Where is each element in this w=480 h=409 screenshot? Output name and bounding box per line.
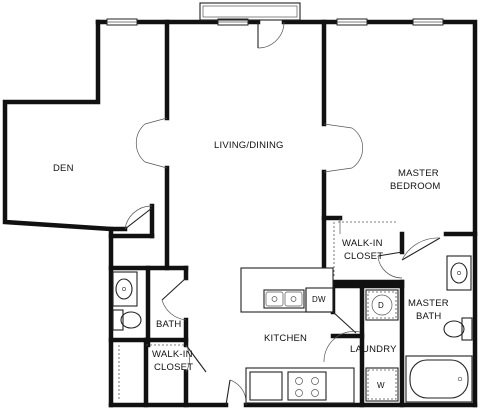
windows bbox=[106, 18, 444, 26]
master-bath-label-line1: MASTER bbox=[408, 298, 449, 309]
master-bath-fixtures bbox=[405, 255, 473, 403]
exterior-walls bbox=[2, 19, 478, 408]
washer-label: W bbox=[377, 381, 385, 390]
master-bath-label-line2: BATH bbox=[416, 311, 441, 322]
living-dining-label: LIVING/DINING bbox=[214, 140, 284, 151]
balcony bbox=[199, 2, 301, 21]
dishwasher-label: DW bbox=[312, 295, 326, 304]
laundry-label: LAUNDRY bbox=[350, 344, 397, 355]
doors bbox=[124, 21, 441, 406]
dryer-label: D bbox=[378, 301, 384, 310]
walk-in-closet-label-line2: CLOSET bbox=[154, 362, 193, 373]
walk-in-closet-master-label-line2: CLOSET bbox=[344, 251, 383, 262]
walk-in-closet-master-shelves bbox=[333, 221, 398, 278]
den-label: DEN bbox=[53, 163, 74, 174]
walk-in-closet-master-label-line1: WALK-IN bbox=[342, 238, 383, 249]
master-bedroom-label-line2: BEDROOM bbox=[390, 181, 441, 192]
kitchen-counter bbox=[245, 367, 355, 404]
interior-walls bbox=[108, 19, 478, 408]
walk-in-closet-bottom-shelves bbox=[118, 344, 186, 401]
master-bedroom-label-line1: MASTER bbox=[398, 168, 439, 179]
kitchen-label: KITCHEN bbox=[264, 333, 307, 344]
bath-fixtures bbox=[112, 271, 142, 331]
walk-in-closet-label-line1: WALK-IN bbox=[152, 349, 193, 360]
laundry-appliances bbox=[365, 289, 399, 402]
kitchen-island bbox=[240, 267, 334, 313]
bath-label: BATH bbox=[156, 319, 181, 330]
